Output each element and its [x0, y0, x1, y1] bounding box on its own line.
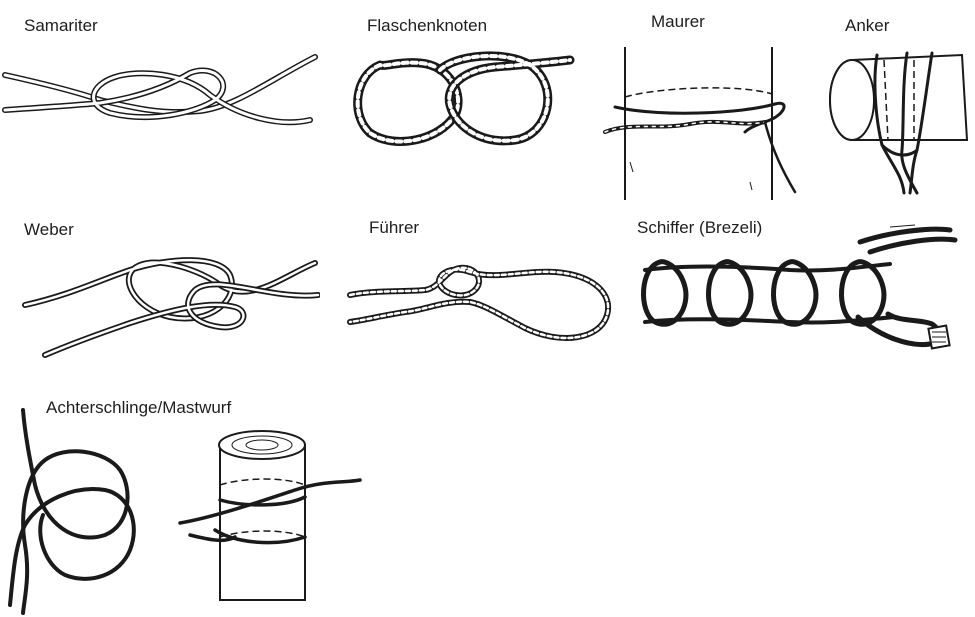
flaschenknoten-knot-illustration: [345, 45, 585, 155]
samariter-knot-illustration: [0, 45, 320, 155]
maurer-knot-illustration: [600, 42, 810, 202]
schiffer-knot-illustration: [630, 222, 970, 362]
fuehrer-knot-illustration: [345, 250, 625, 350]
anker-knot-illustration: [822, 45, 972, 195]
mastwurf-knot-illustration: [175, 425, 365, 610]
label-anker: Anker: [845, 16, 889, 36]
achterschlinge-knot-illustration: [5, 405, 165, 615]
weber-knot-illustration: [20, 245, 320, 360]
label-maurer: Maurer: [651, 12, 705, 32]
label-samariter: Samariter: [24, 16, 98, 36]
label-weber: Weber: [24, 220, 74, 240]
label-fuehrer: Führer: [369, 218, 419, 238]
label-flaschenknoten: Flaschenknoten: [367, 16, 487, 36]
